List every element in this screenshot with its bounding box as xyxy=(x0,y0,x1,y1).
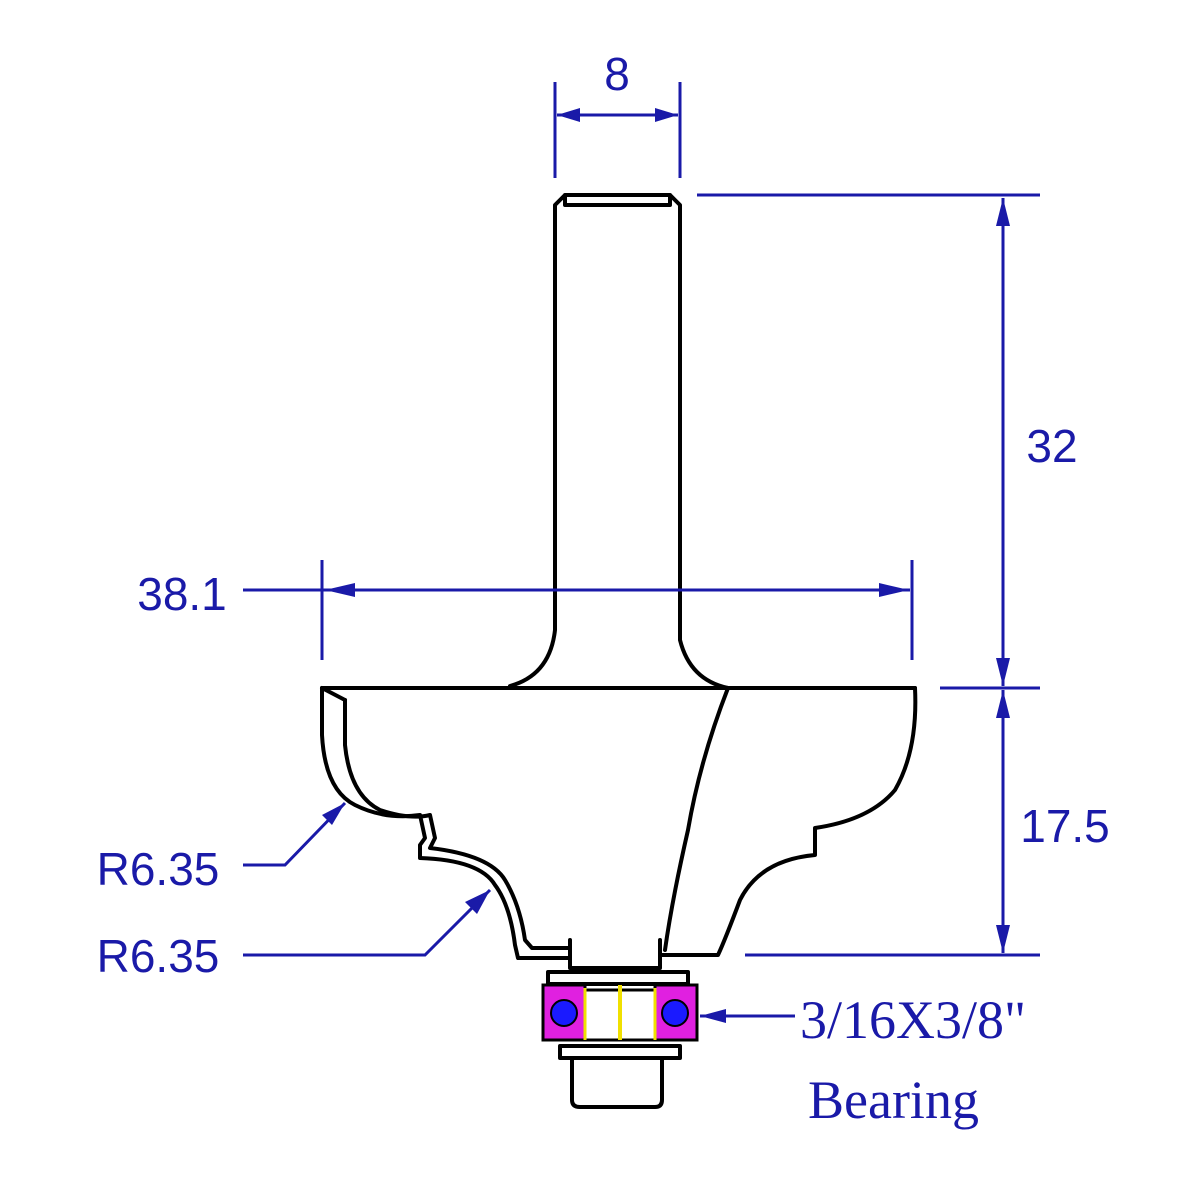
bearing-size-label: 3/16X3/8" xyxy=(800,990,1026,1050)
left-profile-inner xyxy=(343,698,572,950)
right-profile xyxy=(658,686,918,957)
bearing xyxy=(541,983,699,1042)
radius-lower-label: R6.35 xyxy=(97,930,220,982)
flute-line xyxy=(663,686,730,952)
bearing-ball-right xyxy=(661,999,689,1027)
left-profile xyxy=(320,686,572,960)
dim-shank-diameter: 8 xyxy=(553,48,682,178)
dim-shank-length: 32 xyxy=(697,193,1078,686)
dim-radius-lower: R6.35 xyxy=(97,888,492,982)
shank-length-label: 32 xyxy=(1026,420,1077,472)
bearing-hub xyxy=(568,938,662,970)
left-edge-bevel xyxy=(320,686,347,702)
radius-upper-label: R6.35 xyxy=(97,843,220,895)
lower-washer xyxy=(558,1044,682,1060)
cutting-diameter-label: 38.1 xyxy=(137,568,227,620)
cutting-height-label: 17.5 xyxy=(1020,800,1110,852)
dim-cutting-height: 17.5 xyxy=(745,686,1110,957)
dim-bearing: 3/16X3/8" Bearing xyxy=(700,990,1026,1130)
bearing-screw xyxy=(570,1058,664,1109)
shank xyxy=(553,193,682,597)
shank-fillet xyxy=(508,593,730,690)
bearing-ball-left xyxy=(550,999,578,1027)
dim-cutting-diameter: 38.1 xyxy=(137,560,914,660)
router-bit-outline xyxy=(320,193,918,1109)
bearing-text-label: Bearing xyxy=(808,1070,979,1130)
retainer-washer xyxy=(546,970,690,986)
shank-diameter-label: 8 xyxy=(604,48,630,100)
dim-radius-upper: R6.35 xyxy=(97,801,347,895)
